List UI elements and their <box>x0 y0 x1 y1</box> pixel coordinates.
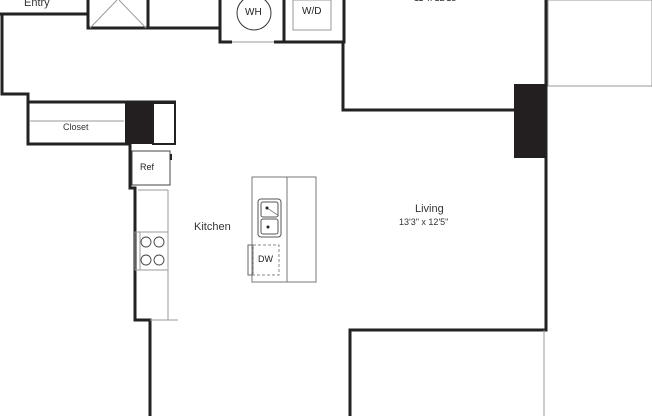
column-living <box>514 84 546 158</box>
room-dimensions-bedroom: 11' x 12'13" <box>414 0 460 3</box>
closet-side <box>152 102 176 145</box>
room-dimensions-living: 13'3" x 12'5" <box>399 217 449 227</box>
kitchen-island <box>247 176 317 283</box>
column-closet <box>125 103 153 144</box>
water-heater-icon <box>236 0 272 31</box>
room-label-kitchen: Kitchen <box>194 221 231 233</box>
room-label-entry: Entry <box>24 0 50 9</box>
thin-lines <box>30 0 652 416</box>
fixture-label-refrigerator: Ref <box>140 162 155 172</box>
fixture-label-water-heater: WH <box>245 7 262 18</box>
exterior-walls <box>0 0 548 416</box>
fixture-label-dishwasher: DW <box>258 254 273 264</box>
room-label-living: Living <box>415 203 444 215</box>
refrigerator-icon <box>131 150 171 186</box>
stove-burners-icon <box>140 236 165 266</box>
fixture-label-washer-dryer: W/D <box>302 6 322 17</box>
room-label-closet: Closet <box>63 122 89 132</box>
